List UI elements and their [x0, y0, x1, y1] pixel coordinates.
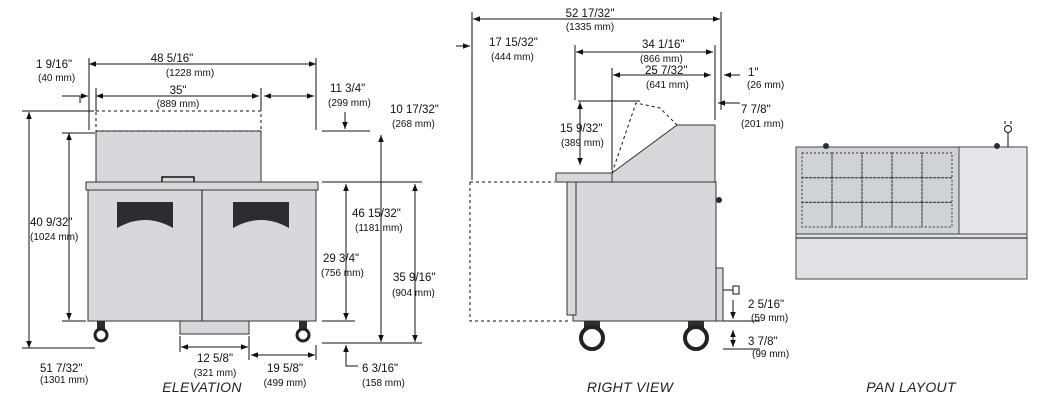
mm-cabinet-height: (904 mm) [392, 288, 435, 299]
side-door-edge [566, 181, 577, 316]
pan-plug-prongs [1004, 121, 1012, 124]
mm-front-lip: (26 mm) [747, 80, 784, 91]
mm-cabinet-depth: (866 mm) [640, 54, 683, 65]
label-drain-offset: 19 5/8" [267, 363, 303, 375]
pan-cell [831, 152, 863, 179]
side-caster-right [683, 325, 709, 351]
pan-cell [831, 201, 863, 228]
pan-cell [891, 177, 923, 203]
mm-top-opening: (889 mm) [157, 99, 200, 110]
label-left-height: 40 9/32" [30, 217, 72, 229]
mm-lid-depth: (201 mm) [741, 119, 784, 130]
mm-lid-height: (268 mm) [392, 119, 435, 130]
pan-cell [861, 152, 893, 179]
pan-grid [801, 152, 953, 228]
pan-cell [861, 177, 893, 203]
caption-right-view: RIGHT VIEW [587, 379, 675, 395]
side-knob [716, 197, 722, 203]
label-cabinet-height: 35 9/16" [393, 272, 435, 284]
pan-plug-icon [1004, 125, 1012, 133]
caster-right [295, 327, 311, 343]
side-cabinet [572, 181, 717, 322]
mm-total-height: (1181 mm) [355, 223, 403, 234]
label-bottom-left: 51 7/32" [40, 363, 82, 375]
pan-layout-base [795, 233, 1028, 280]
caster-mount-right [299, 321, 307, 331]
elevation-lid-handle [161, 176, 195, 183]
mm-caster-base: (99 mm) [752, 349, 789, 360]
pan-cell [831, 177, 863, 203]
label-lid-rise: 15 9/32" [560, 123, 602, 135]
right-view: 52 17/32" (1335 mm) 17 15/32" (444 mm) 3… [456, 8, 789, 395]
caption-elevation: ELEVATION [162, 379, 242, 395]
mm-board-depth: (641 mm) [646, 80, 689, 91]
label-caster-height: 6 3/16" [362, 363, 398, 375]
mm-overall-width: (1228 mm) [166, 68, 214, 79]
pan-layout-view: PAN LAYOUT [795, 121, 1028, 395]
pan-cell [891, 201, 923, 228]
elevation-lid [95, 130, 262, 183]
elevation-counter [85, 181, 319, 191]
label-overall-width: 48 5/16" [151, 53, 193, 65]
left-door-window [117, 202, 173, 228]
side-lid-open-outline [611, 102, 678, 174]
label-lid-depth: 7 7/8" [741, 104, 771, 116]
side-caster-left [579, 325, 605, 351]
pan-well [795, 146, 960, 235]
caption-pan-layout: PAN LAYOUT [866, 379, 957, 395]
caster-mount-left [97, 321, 105, 331]
leader-side-offset [62, 95, 81, 103]
mm-work-height: (756 mm) [321, 268, 364, 279]
compressor-box [715, 267, 724, 322]
pan-cell [861, 201, 893, 228]
mm-drain-width: (321 mm) [194, 368, 237, 379]
mm-side-offset: (40 mm) [38, 73, 75, 84]
label-work-height: 29 3/4" [323, 253, 359, 265]
right-door-window [233, 202, 289, 228]
mm-lid-rise: (389 mm) [561, 138, 604, 149]
door-swing-clearance [469, 181, 570, 322]
mm-bottom-left: (1301 mm) [40, 375, 88, 386]
plug-icon [732, 285, 740, 295]
hinge-right [994, 143, 1000, 149]
label-lid-height: 10 17/32" [390, 104, 439, 116]
mm-overall-depth: (1335 mm) [566, 22, 614, 33]
label-cabinet-depth: 34 1/16" [642, 39, 684, 51]
label-plug-height: 2 5/16" [748, 299, 784, 311]
leader-caster-height [345, 352, 358, 367]
side-lid [611, 124, 716, 183]
label-overall-depth: 52 17/32" [566, 8, 615, 20]
label-right-section: 11 3/4" [330, 83, 365, 95]
pan-cell [921, 177, 953, 203]
pan-cell [801, 177, 833, 203]
label-caster-base: 3 7/8" [748, 336, 778, 348]
hinge-left [823, 143, 829, 149]
mm-right-section: (299 mm) [328, 98, 371, 109]
label-back-offset: 17 15/32" [489, 37, 538, 49]
pan-cell [801, 152, 833, 179]
pan-cell [921, 152, 953, 179]
mm-left-height: (1024 mm) [30, 232, 78, 243]
label-total-height: 46 15/32" [352, 208, 401, 220]
pan-cell [891, 152, 923, 179]
elevation-lid-open-outline [95, 110, 262, 132]
caster-left [93, 327, 109, 343]
label-drain-width: 12 5/8" [197, 353, 233, 365]
pan-cell [801, 201, 833, 228]
mm-back-offset: (444 mm) [491, 52, 534, 63]
mm-plug-height: (59 mm) [751, 313, 788, 324]
elevation-view: 48 5/16" (1228 mm) 35" (889 mm) 1 9/16" … [22, 53, 439, 395]
cutting-board [555, 172, 617, 183]
mm-drain-offset: (499 mm) [264, 378, 307, 389]
label-side-offset: 1 9/16" [36, 59, 72, 71]
label-board-depth: 25 7/32" [645, 65, 687, 77]
label-top-opening: 35" [170, 85, 187, 97]
pan-cell [921, 201, 953, 228]
label-front-lip: 1" [748, 67, 758, 79]
mm-caster-height: (158 mm) [362, 378, 405, 389]
elevation-drain-box [179, 320, 250, 335]
